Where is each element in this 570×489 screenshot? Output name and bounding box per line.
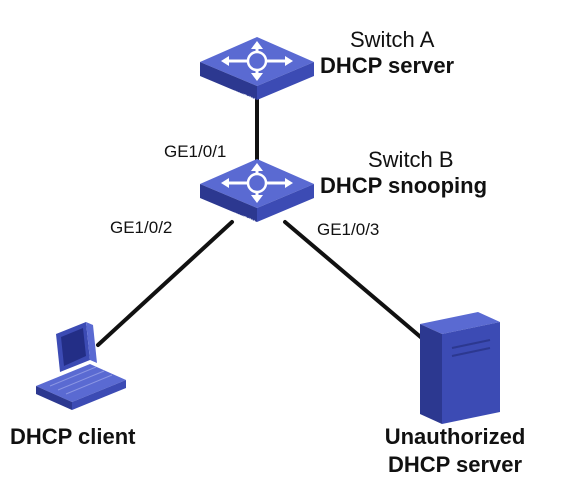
port-ge1-0-1: GE1/0/1	[164, 142, 227, 161]
port-ge1-0-2: GE1/0/2	[110, 218, 173, 237]
rogue-server-label-line1: Unauthorized	[384, 424, 526, 449]
port-ge1-0-3: GE1/0/3	[317, 220, 380, 239]
link-b-rogue	[283, 220, 432, 347]
switch-b-icon: SWITCH	[200, 159, 314, 226]
links	[96, 94, 432, 347]
switch-b-role: DHCP snooping	[320, 173, 488, 198]
rogue-server-label-line2: DHCP server	[387, 452, 523, 477]
pc-icon	[36, 322, 126, 410]
switch-a-role: DHCP server	[320, 53, 455, 78]
link-b-client	[96, 220, 234, 347]
server-icon	[420, 312, 500, 424]
switch-a-icon: SWITCH	[200, 37, 314, 104]
switch-b-name: Switch B	[368, 147, 454, 172]
dhcp-client-label: DHCP client	[10, 424, 136, 449]
switch-a-name: Switch A	[350, 27, 435, 52]
